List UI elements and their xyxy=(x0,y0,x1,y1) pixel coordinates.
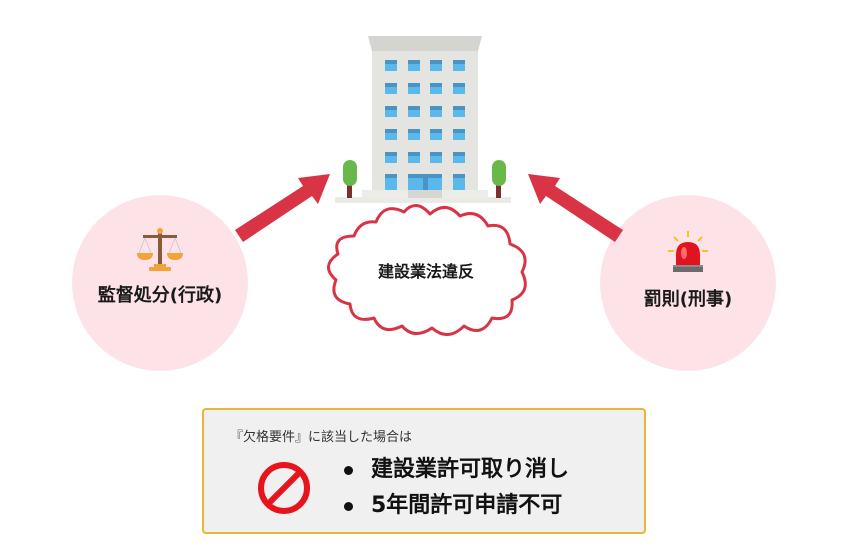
administrative-disposition-circle: 監督処分(行政) xyxy=(72,195,248,371)
explosion-burst-icon xyxy=(327,204,527,336)
violation-label: 建設業法違反 xyxy=(377,262,474,281)
scales-of-justice-icon xyxy=(137,228,183,271)
violation-burst: 建設業法違反 xyxy=(318,200,534,340)
list-item: 5年間許可申請不可 xyxy=(344,488,569,524)
criminal-penalty-label: 罰則(刑事) xyxy=(643,289,733,310)
arrow-right-to-center-icon xyxy=(528,174,623,242)
arrow-left-to-center-icon xyxy=(235,174,330,242)
consequence-box: 『欠格要件』に該当した場合は 建設業許可取り消し 5年間許可申請不可 xyxy=(202,408,646,534)
bullet-icon xyxy=(344,465,353,475)
bullet-icon xyxy=(344,501,353,511)
consequence-box-title: 『欠格要件』に該当した場合は xyxy=(230,430,413,445)
siren-light-icon xyxy=(668,231,708,272)
consequence-list: 建設業許可取り消し 5年間許可申請不可 xyxy=(344,452,569,524)
office-building-icon xyxy=(335,36,511,203)
prohibited-icon xyxy=(258,462,310,514)
criminal-penalty-circle: 罰則(刑事) xyxy=(600,195,776,371)
administrative-disposition-label: 監督処分(行政) xyxy=(97,285,223,306)
list-item: 建設業許可取り消し xyxy=(344,452,569,488)
